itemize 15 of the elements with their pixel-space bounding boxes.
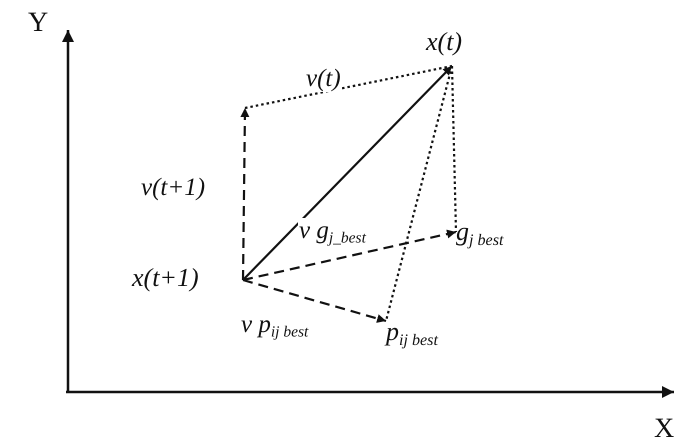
connector-line [384,66,454,322]
connector-line [244,64,452,110]
axis-label: X [654,414,674,444]
edge-label: v(t) [305,66,342,92]
edge-label: v(t+1) [140,175,206,201]
point-label: x(t) [426,27,462,56]
point-label: x(t+1) [132,263,199,292]
arrow [242,278,386,323]
point-label: p$_{ij best}$ [386,317,438,346]
axis-label: Y [28,8,48,38]
arrow [242,65,453,281]
arrow [240,108,250,280]
connector-line [450,66,458,232]
point-label: g$_{j best}$ [456,217,504,246]
arrow [242,230,456,282]
